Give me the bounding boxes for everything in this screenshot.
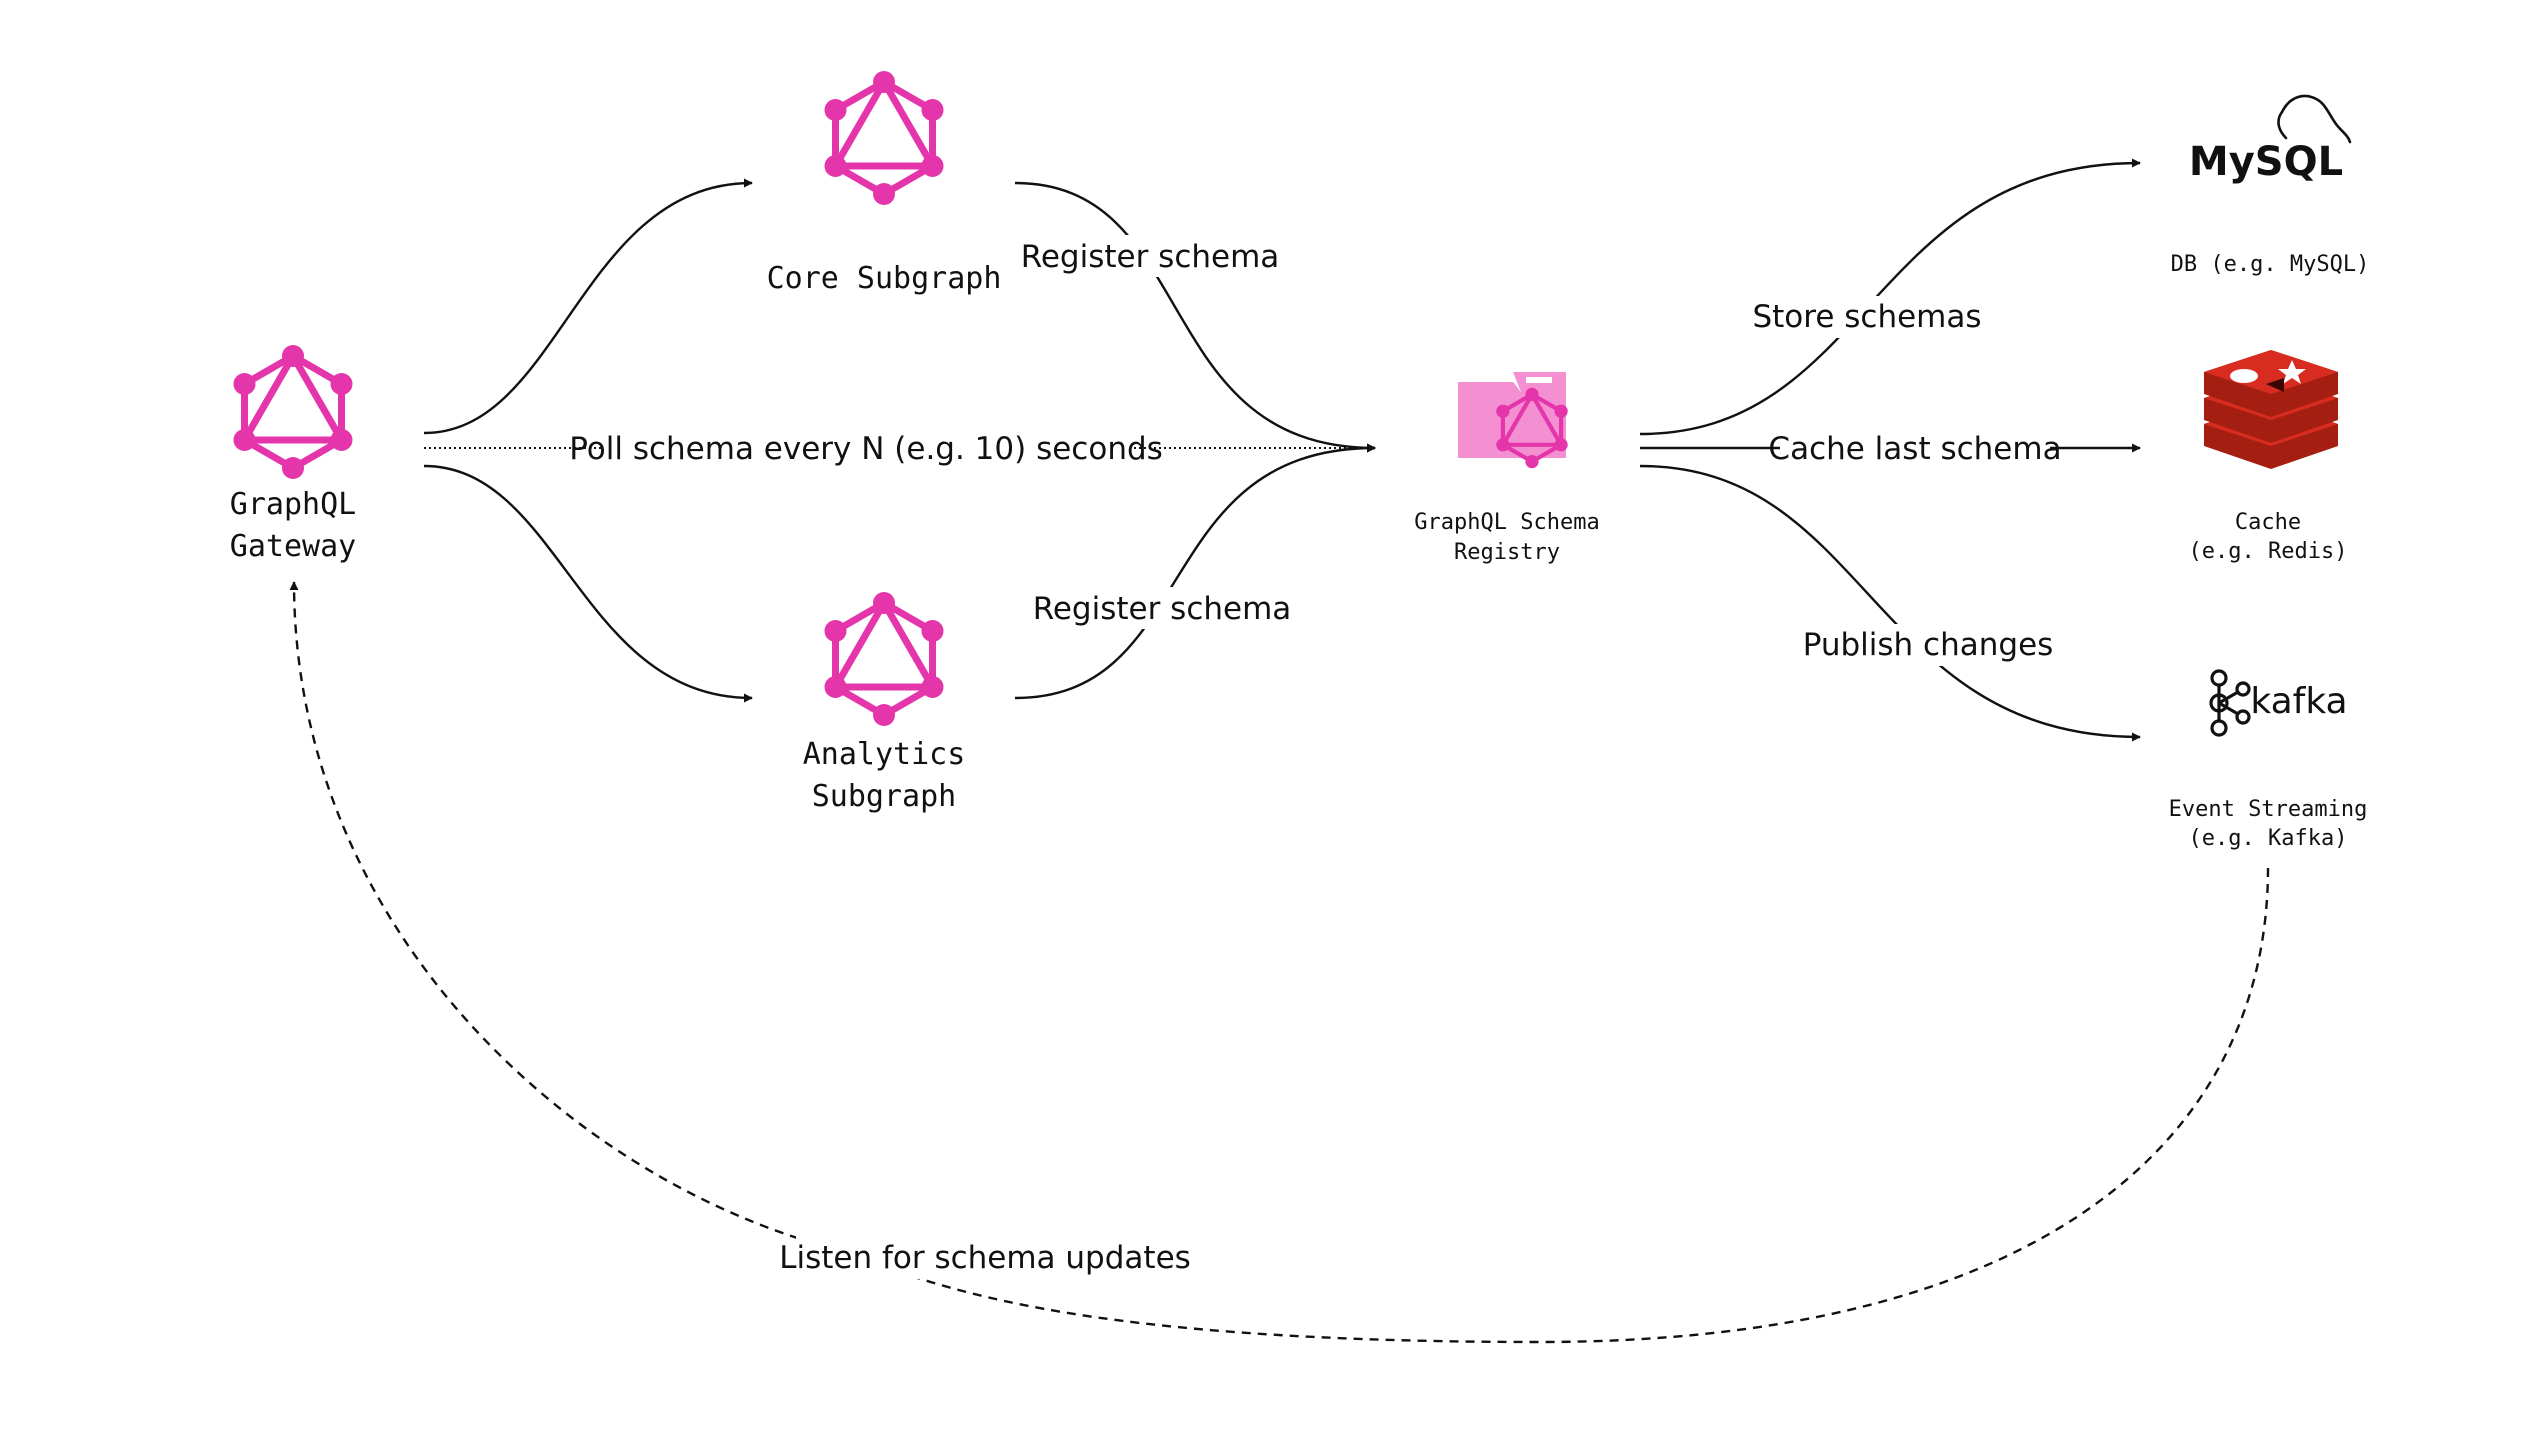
label-poll: Poll schema every N (e.g. 10) seconds — [569, 431, 1163, 467]
edge-core-registry — [1014, 181, 1376, 453]
edge-registry-kafka — [1639, 464, 2141, 742]
analytics-label-line2: Subgraph — [812, 779, 957, 814]
core-subgraph-label: Core Subgraph — [767, 261, 1002, 296]
node-event-streaming-kafka: kafka Event Streaming (e.g. Kafka) — [2169, 669, 2368, 851]
folder-graphql-icon — [1458, 372, 1568, 468]
edge-gateway-core — [423, 178, 753, 435]
graphql-icon — [825, 71, 944, 205]
edge-analytics-registry — [1014, 443, 1376, 700]
edge-labels: Poll schema every N (e.g. 10) seconds Re… — [569, 235, 2062, 1279]
mysql-logo-text: MySQL — [2189, 139, 2343, 185]
label-listen: Listen for schema updates — [779, 1240, 1191, 1276]
edge-kafka-gateway-listen — [289, 581, 2270, 1344]
node-db-mysql: MySQL DB (e.g. MySQL) — [2171, 94, 2370, 277]
cache-label-line1: Cache — [2235, 510, 2301, 535]
db-label: DB (e.g. MySQL) — [2171, 252, 2370, 277]
graphql-icon — [234, 345, 353, 479]
label-cache: Cache last schema — [1768, 431, 2061, 467]
registry-label-line1: GraphQL Schema — [1414, 510, 1599, 535]
kafka-logo-text: kafka — [2250, 681, 2347, 722]
edge-gateway-analytics — [423, 464, 753, 703]
label-register-core: Register schema — [1021, 239, 1280, 275]
mysql-logo: MySQL — [2189, 94, 2352, 185]
cache-label-line2: (e.g. Redis) — [2189, 539, 2348, 564]
kafka-icon — [2209, 669, 2251, 737]
node-schema-registry: GraphQL Schema Registry — [1414, 372, 1600, 565]
stream-label-line1: Event Streaming — [2169, 797, 2368, 822]
gateway-label-line1: GraphQL — [230, 487, 356, 522]
graphql-icon — [825, 592, 944, 726]
node-cache-redis: Cache (e.g. Redis) — [2189, 350, 2348, 564]
label-store: Store schemas — [1752, 299, 1981, 335]
edges — [289, 158, 2270, 1344]
mysql-dolphin-icon — [2277, 94, 2352, 144]
gateway-label-line2: Gateway — [230, 529, 356, 564]
stream-label-line2: (e.g. Kafka) — [2189, 826, 2348, 851]
node-core-subgraph: Core Subgraph — [767, 71, 1002, 296]
label-register-analytics: Register schema — [1033, 591, 1292, 627]
label-publish: Publish changes — [1803, 627, 2054, 663]
registry-label-line2: Registry — [1454, 540, 1560, 565]
node-analytics-subgraph: Analytics Subgraph — [803, 592, 966, 814]
node-gateway: GraphQL Gateway — [230, 345, 356, 564]
analytics-label-line1: Analytics — [803, 737, 966, 772]
redis-icon — [2204, 350, 2338, 469]
